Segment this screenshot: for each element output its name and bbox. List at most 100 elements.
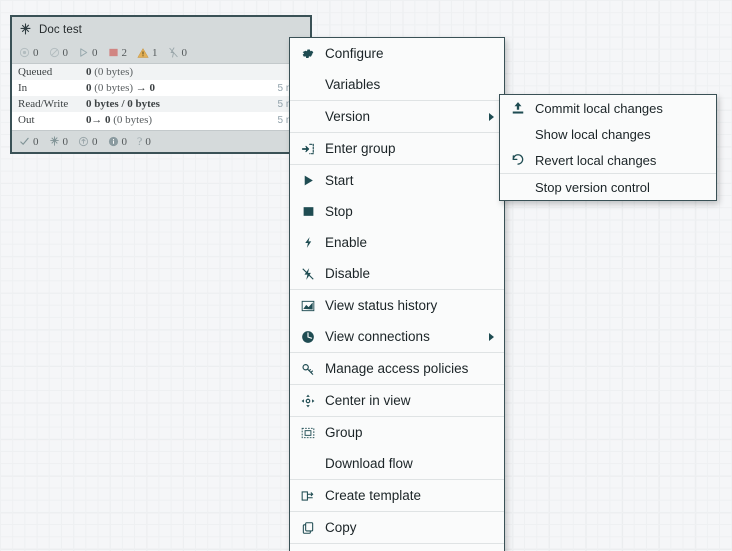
stats-label: Out [18, 114, 35, 126]
menu-item-create-template[interactable]: Create template [290, 480, 504, 511]
question-mark-icon: ? [137, 134, 143, 148]
menu-item-enter-group[interactable]: Enter group [290, 133, 504, 164]
stats-value: 0 → 0 (0 bytes) [86, 114, 153, 126]
menu-item-delete[interactable]: Delete [290, 544, 504, 551]
menu-item-variables[interactable]: Variables [290, 69, 504, 100]
menu-group-enter: Enter group [290, 132, 504, 164]
connections-icon [299, 330, 317, 344]
menu-item-label: Group [325, 425, 363, 440]
sync-arrow-icon [78, 136, 89, 147]
stats-label: Queued [18, 66, 53, 78]
stats-row-in: In 0 (0 bytes) → 0 5 min [12, 80, 310, 96]
menu-item-configure[interactable]: Configure [290, 38, 504, 69]
status-stopped: 2 [108, 46, 128, 59]
chart-icon [299, 299, 317, 313]
menu-item-label: Disable [325, 266, 371, 281]
play-icon [299, 174, 317, 187]
invalid-count: 1 [152, 46, 158, 59]
menu-item-revert-local-changes[interactable]: Revert local changes [500, 147, 716, 173]
menu-item-download-flow[interactable]: Download flow [290, 448, 504, 479]
disabled-count: 0 [181, 46, 188, 59]
menu-item-label: Copy [325, 520, 357, 535]
stats-row-out: Out 0 → 0 (0 bytes) 5 min [12, 112, 310, 128]
menu-item-view-status-history[interactable]: View status history [290, 290, 504, 321]
status-not-transmitting: 0 [49, 46, 69, 59]
menu-item-label: Variables [325, 77, 381, 92]
key-icon [299, 362, 317, 376]
menu-group-group: Group Download flow [290, 416, 504, 479]
check-icon [19, 136, 30, 147]
gear-icon [299, 47, 317, 61]
menu-item-label: Stop version control [535, 179, 650, 195]
menu-item-view-connections[interactable]: View connections [290, 321, 504, 352]
chevron-right-icon [489, 332, 494, 341]
enter-group-icon [299, 142, 317, 156]
version-locally-modified-and-stale: 0 [108, 135, 128, 148]
group-box-icon [299, 426, 317, 440]
stopped-count: 2 [121, 46, 128, 59]
bolt-slash-icon [299, 267, 317, 281]
submenu-group-stop: Stop version control [500, 173, 716, 200]
version-submenu[interactable]: Commit local changes Show local changes … [499, 94, 717, 201]
chevron-right-icon [489, 112, 494, 121]
version-sync-failure: ? 0 [137, 134, 151, 149]
revert-icon [509, 153, 527, 167]
menu-item-label: Download flow [325, 456, 413, 471]
menu-item-label: Stop [325, 204, 353, 219]
stats-value: 0 (0 bytes) [86, 66, 134, 78]
menu-item-label: Center in view [325, 393, 411, 408]
menu-item-copy[interactable]: Copy [290, 512, 504, 543]
menu-group-view: View status history View connections [290, 289, 504, 352]
menu-item-label: Configure [325, 46, 384, 61]
menu-item-stop[interactable]: Stop [290, 196, 504, 227]
process-group-card[interactable]: Doc test 0 0 0 [10, 15, 312, 154]
status-disabled: 0 [168, 46, 188, 59]
menu-item-label: View status history [325, 298, 438, 313]
running-count: 0 [92, 46, 98, 59]
stale-count: 0 [92, 135, 98, 148]
menu-item-manage-access-policies[interactable]: Manage access policies [290, 353, 504, 384]
copy-icon [299, 521, 317, 535]
locally-modified-stale-count: 0 [121, 135, 128, 148]
transmitting-icon [19, 47, 30, 58]
menu-item-label: Show local changes [535, 126, 651, 142]
status-running: 0 [78, 47, 98, 59]
process-group-title: Doc test [39, 23, 82, 36]
not-transmitting-count: 0 [62, 46, 69, 59]
run-icon [78, 47, 89, 58]
menu-group-delete: Delete [290, 543, 504, 551]
not-transmitting-icon [49, 47, 60, 58]
menu-item-start[interactable]: Start [290, 165, 504, 196]
menu-item-disable[interactable]: Disable [290, 258, 504, 289]
menu-item-label: Enter group [325, 141, 396, 156]
process-group-icon [19, 23, 32, 36]
menu-group-configure: Configure Variables [290, 38, 504, 100]
menu-group-lifecycle: Start Stop Enable Disable [290, 164, 504, 289]
stats-row-readwrite: Read/Write 0 bytes / 0 bytes 5 min [12, 96, 310, 112]
version-locally-modified: 0 [49, 136, 68, 148]
menu-item-center-in-view[interactable]: Center in view [290, 385, 504, 416]
stats-value: 0 (0 bytes) → 0 [86, 82, 156, 94]
context-menu[interactable]: Configure Variables Version Enter group [289, 37, 505, 551]
menu-item-show-local-changes[interactable]: Show local changes [500, 121, 716, 147]
menu-item-version[interactable]: Version [290, 101, 504, 132]
transmitting-count: 0 [33, 46, 39, 59]
menu-item-group[interactable]: Group [290, 417, 504, 448]
process-group-status-bar: 0 0 0 2 [12, 42, 310, 64]
menu-group-version: Version [290, 100, 504, 132]
center-in-view-icon [299, 394, 317, 408]
status-invalid: 1 [137, 47, 158, 59]
menu-item-stop-version-control[interactable]: Stop version control [500, 174, 716, 200]
process-group-header[interactable]: Doc test [12, 17, 310, 42]
stats-label: In [18, 82, 28, 94]
menu-item-commit-local-changes[interactable]: Commit local changes [500, 95, 716, 121]
menu-item-enable[interactable]: Enable [290, 227, 504, 258]
menu-group-policies: Manage access policies [290, 352, 504, 384]
version-up-to-date: 0 [19, 136, 39, 148]
menu-item-label: View connections [325, 329, 430, 344]
submenu-group-changes: Commit local changes Show local changes … [500, 95, 716, 173]
menu-item-label: Version [325, 109, 371, 124]
stats-label: Read/Write [18, 98, 69, 110]
bolt-icon [299, 236, 317, 249]
menu-item-label: Revert local changes [535, 152, 657, 168]
